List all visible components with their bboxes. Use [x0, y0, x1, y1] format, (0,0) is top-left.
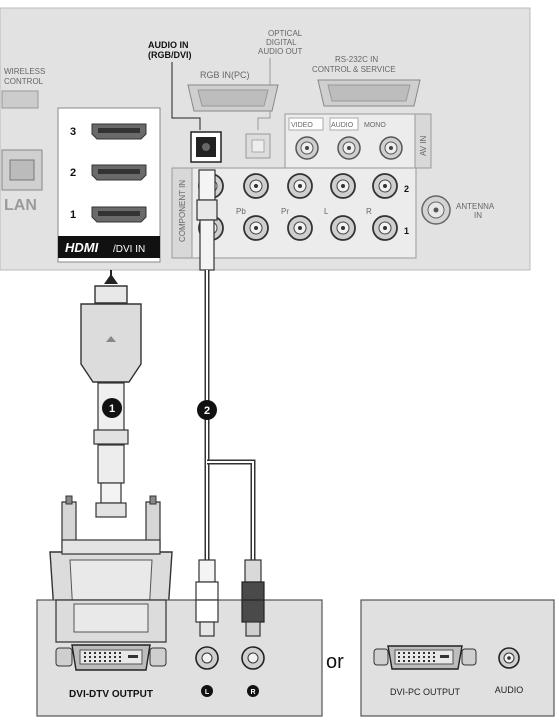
- component-row-2-label: 2: [404, 184, 409, 194]
- audio-r-jack: [241, 646, 265, 670]
- optical-port: [245, 133, 271, 159]
- optical-sublabel: DIGITAL: [266, 38, 297, 47]
- component-r-label: R: [366, 207, 372, 216]
- dvi-dtv-output-label: DVI-DTV OUTPUT: [69, 689, 153, 700]
- rgb-in-pc-label: RGB IN(PC): [200, 70, 250, 80]
- step-2-marker: 2: [197, 400, 217, 420]
- rs232c-sublabel: CONTROL & SERVICE: [312, 65, 396, 74]
- hdmi-port-number: 2: [70, 167, 76, 179]
- av-in-block: AV IN VIDEO AUDIO MONO: [284, 113, 432, 169]
- component-row-1-label: 1: [404, 226, 409, 236]
- pc-audio-label: AUDIO: [495, 685, 524, 695]
- av-audio-r-jack: [379, 136, 403, 160]
- component-pr-label: Pr: [281, 207, 289, 216]
- component-l-label: L: [324, 207, 329, 216]
- audio-cable: [195, 169, 265, 637]
- lan-label: LAN: [4, 197, 37, 214]
- pc-audio-jack: [498, 647, 520, 669]
- lan-port: [1, 149, 43, 191]
- av-mono-label: MONO: [364, 122, 386, 129]
- dvi-pc-output-label: DVI-PC OUTPUT: [390, 687, 461, 697]
- dvi-dtv-port: [55, 644, 167, 671]
- rs232c-port: [317, 79, 421, 107]
- dtv-source-device: DVI-DTV OUTPUT L R: [36, 599, 323, 717]
- left-channel-badge: L: [201, 685, 213, 697]
- audio-l-jack: [195, 646, 219, 670]
- step-1-marker: 1: [102, 398, 122, 418]
- optical-label: OPTICAL: [268, 29, 303, 38]
- or-separator: or: [326, 651, 344, 673]
- hdmi-port-1: [91, 206, 147, 223]
- av-audio-l-jack: [337, 136, 361, 160]
- audio-in-sublabel: (RGB/DVI): [148, 50, 192, 60]
- hdmi-dvi-in-label: /DVI IN: [113, 244, 145, 255]
- component-in-label: COMPONENT IN: [178, 180, 187, 242]
- rgb-pc-port: [187, 84, 279, 112]
- step-1-number: 1: [109, 403, 115, 415]
- antenna-sublabel: IN: [474, 211, 482, 220]
- av-video-jack: [295, 136, 319, 160]
- optical-sublabel-2: AUDIO OUT: [258, 47, 303, 56]
- av-audio-label: AUDIO: [331, 122, 354, 129]
- dvi-pc-port: [373, 645, 477, 670]
- left-channel-letter: L: [205, 689, 210, 696]
- hdmi-port-number: 1: [70, 209, 76, 221]
- hdmi-dvi-cable: [49, 270, 173, 643]
- antenna-jack: [421, 195, 451, 225]
- component-pb-label: Pb: [236, 207, 246, 216]
- tv-back-panel: WIRELESS CONTROL LAN 3 2 1: [0, 7, 531, 271]
- right-channel-badge: R: [247, 685, 259, 697]
- hdmi-logo-text: HDMI: [65, 240, 99, 255]
- wireless-port: [1, 90, 39, 109]
- step-2-number: 2: [204, 405, 210, 417]
- arrow-up-icon: [104, 274, 118, 284]
- av-in-label: AV IN: [419, 135, 428, 156]
- av-video-label: VIDEO: [291, 122, 313, 129]
- pc-source-device: DVI-PC OUTPUT AUDIO: [360, 599, 555, 717]
- hdmi-port-3: [91, 123, 147, 140]
- hdmi-port-2: [91, 164, 147, 181]
- hdmi-port-number: 3: [70, 126, 76, 138]
- wireless-label: WIRELESS: [4, 67, 45, 76]
- audio-in-label: AUDIO IN: [148, 40, 189, 50]
- antenna-label: ANTENNA: [456, 202, 495, 211]
- right-channel-letter: R: [250, 689, 255, 696]
- audio-in-leader-line: [171, 62, 201, 130]
- rs232c-label: RS-232C IN: [335, 55, 378, 64]
- hdmi-port-block: 3 2 1 HDMI /DVI IN: [57, 107, 161, 263]
- wireless-sublabel: CONTROL: [4, 77, 44, 86]
- audio-in-jack: [190, 131, 222, 163]
